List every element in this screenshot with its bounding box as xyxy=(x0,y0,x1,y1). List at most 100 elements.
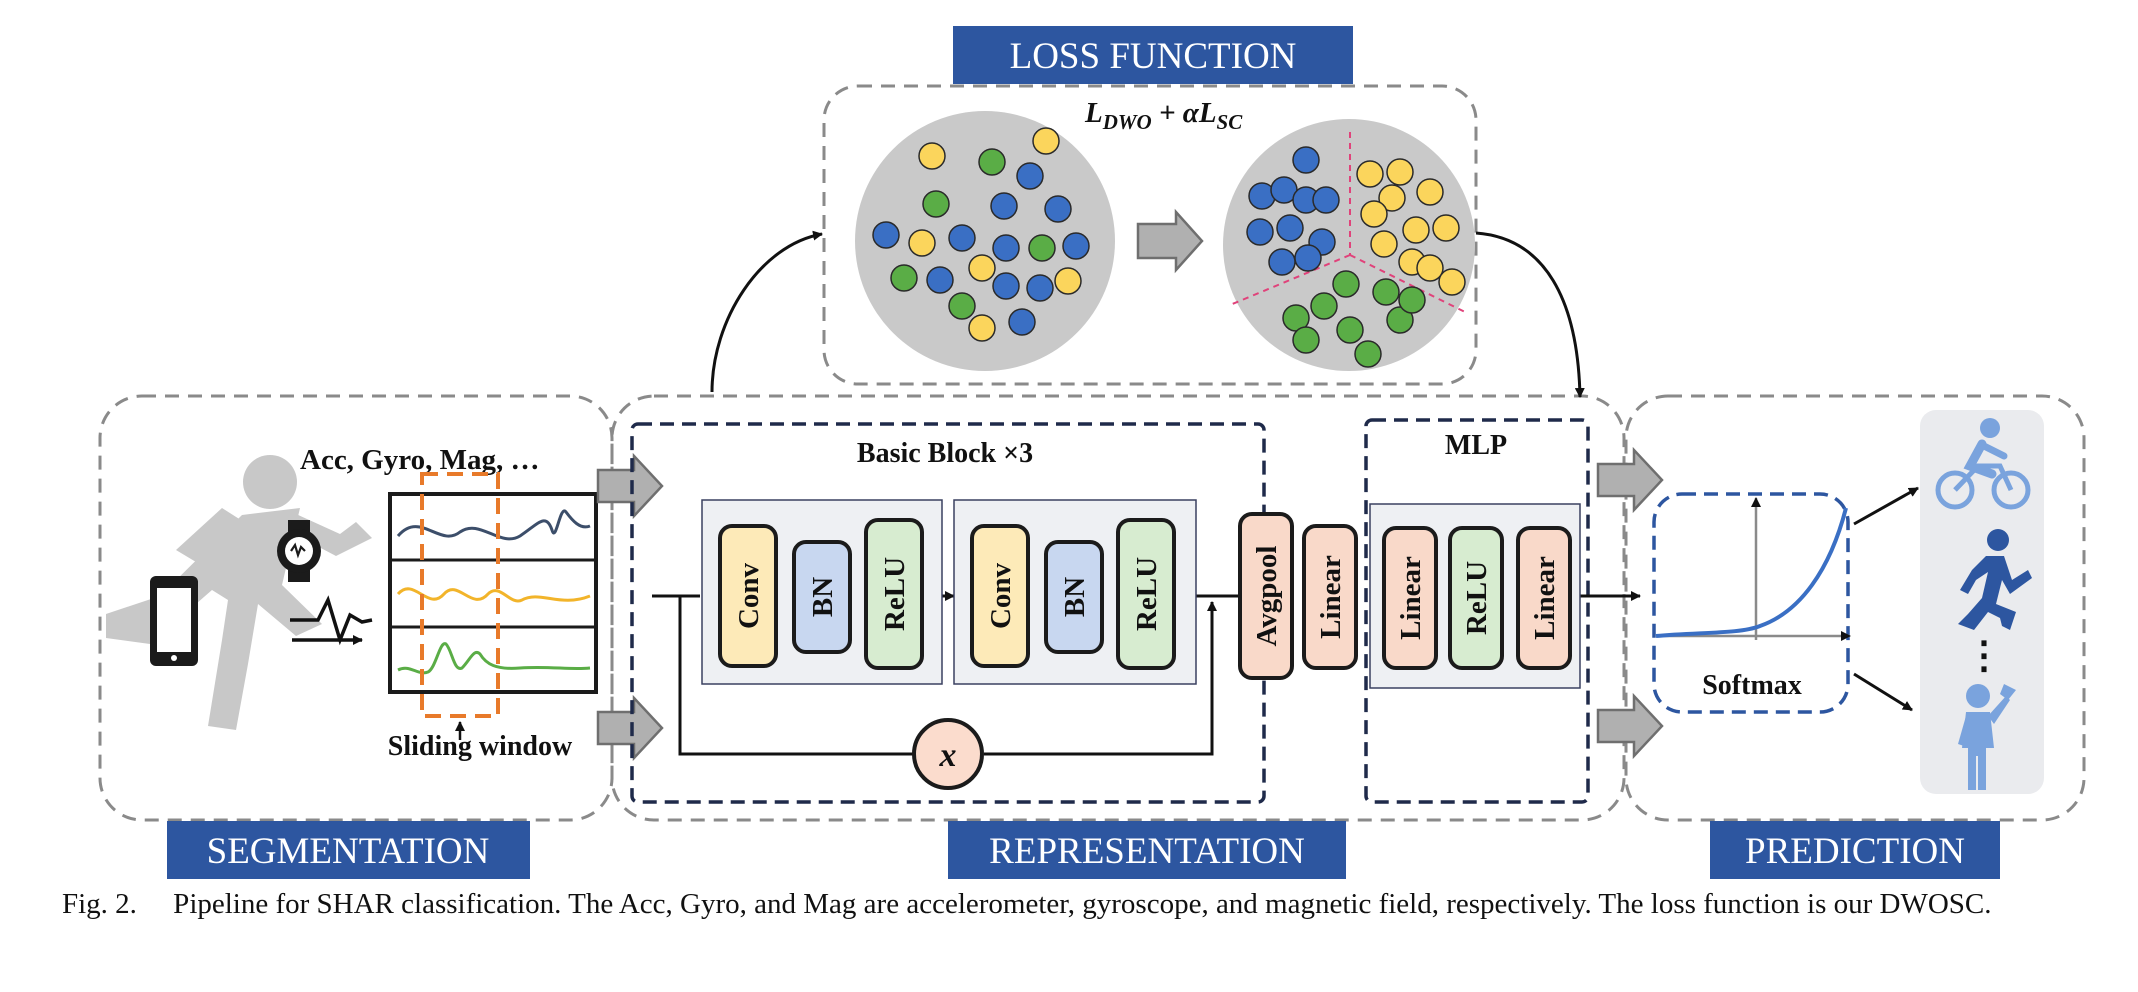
representation-region xyxy=(610,394,1626,822)
mixed-feature-dot xyxy=(948,224,976,252)
separated-feature-dot xyxy=(1354,340,1382,368)
block2-relu-label: ReLU xyxy=(1131,557,1163,631)
mixed-feature-dot xyxy=(1026,274,1054,302)
mixed-feature-dot xyxy=(1008,308,1036,336)
curve-arrow-to-loss xyxy=(710,230,823,393)
block1-conv-label: Conv xyxy=(733,562,765,629)
loss-formula: LDWO + αLSC xyxy=(1084,97,1243,134)
arrow-to-cycling xyxy=(1853,486,1919,526)
separated-feature-dot xyxy=(1310,292,1338,320)
mixed-feature-dot xyxy=(918,142,946,170)
signal-waveform-2 xyxy=(396,587,591,603)
activity-ellipsis: ⋮ xyxy=(1965,635,2003,677)
separated-feature-dot xyxy=(1332,270,1360,298)
transform-arrow xyxy=(1136,208,1204,274)
cycling-icon xyxy=(1935,418,2031,510)
formula-l1: L xyxy=(1084,97,1103,129)
linear-layer: Linear xyxy=(1302,524,1358,670)
signal-waveform-1 xyxy=(396,509,591,541)
block2-relu: ReLU xyxy=(1116,518,1176,670)
mlp-linear-2: Linear xyxy=(1516,526,1572,670)
separated-feature-dot xyxy=(1386,158,1414,186)
signal-waveform-3 xyxy=(397,642,591,675)
mixed-feature-dot xyxy=(992,272,1020,300)
figure-caption: Fig. 2. Pipeline for SHAR classification… xyxy=(62,888,1992,920)
separated-feature-dot xyxy=(1372,278,1400,306)
block2-conv-label: Conv xyxy=(985,562,1017,629)
mlp-relu: ReLU xyxy=(1448,526,1504,670)
separated-feature-dot xyxy=(1276,214,1304,242)
prediction-title: PREDICTION xyxy=(1745,831,1965,872)
avgpool-layer: Avgpool xyxy=(1238,512,1294,680)
separated-feature-dot xyxy=(1402,216,1430,244)
mixed-feature-dot xyxy=(908,229,936,257)
separated-feature-dot xyxy=(1268,248,1296,276)
avgpool-label: Avgpool xyxy=(1251,546,1283,647)
separated-feature-dot xyxy=(1336,316,1364,344)
mixed-feature-dot xyxy=(1062,232,1090,260)
separated-feature-dot xyxy=(1398,286,1426,314)
loss-function-header: LOSS FUNCTION xyxy=(953,26,1353,84)
separated-dots xyxy=(1246,146,1466,368)
mlp-title: MLP xyxy=(1445,430,1507,461)
block1-bn: BN xyxy=(792,540,852,654)
block2-conv: Conv xyxy=(970,524,1030,668)
separated-feature-dot xyxy=(1292,146,1320,174)
arrow-to-waving xyxy=(1853,672,1913,712)
formula-sub2: SC xyxy=(1217,110,1244,134)
separated-feature-dot xyxy=(1438,268,1466,296)
prediction-region xyxy=(1624,394,2086,822)
sensors-label: Acc, Gyro, Mag, … xyxy=(300,444,539,476)
skip-multiply-node: x xyxy=(912,718,984,790)
block2-bn-label: BN xyxy=(1059,577,1091,617)
separated-feature-dot xyxy=(1294,244,1322,272)
block1-relu: ReLU xyxy=(864,518,924,670)
sliding-window-box xyxy=(420,472,500,718)
skip-connection-return xyxy=(984,601,1217,756)
gray-arrow-seg-bottom xyxy=(596,694,664,762)
running-person-icon xyxy=(106,455,372,730)
running-icon xyxy=(1958,529,2032,630)
mixed-feature-dot xyxy=(1054,267,1082,295)
representation-header: REPRESENTATION xyxy=(948,821,1346,879)
separated-feature-dot xyxy=(1378,184,1406,212)
formula-sub1: DWO xyxy=(1102,110,1152,134)
mixed-feature-dot xyxy=(922,190,950,218)
mlp-linear-2-label: Linear xyxy=(1529,556,1561,640)
softmax-curve xyxy=(1655,507,1848,638)
separated-feature-dot xyxy=(1386,306,1414,334)
gray-arrow-rep-top xyxy=(1596,446,1664,514)
segmentation-title: SEGMENTATION xyxy=(207,831,490,872)
mlp-relu-label: ReLU xyxy=(1461,561,1493,635)
smartphone-icon xyxy=(150,576,198,666)
sliding-window-label: Sliding window xyxy=(388,731,573,762)
mixed-feature-dot xyxy=(968,314,996,342)
mixed-feature-dot xyxy=(872,221,900,249)
softmax-label: Softmax xyxy=(1702,670,1802,701)
representation-title: REPRESENTATION xyxy=(989,831,1305,872)
separated-feature-dot xyxy=(1360,200,1388,228)
block1-relu-label: ReLU xyxy=(879,557,911,631)
separated-feature-dot xyxy=(1432,214,1460,242)
mixed-feature-dot xyxy=(890,264,918,292)
waving-person-icon xyxy=(1958,684,2016,790)
segmentation-header: SEGMENTATION xyxy=(167,821,530,879)
cluster-partition-lines xyxy=(1229,132,1466,313)
block1-conv: Conv xyxy=(718,524,778,668)
curve-arrow-from-loss xyxy=(1475,231,1585,398)
separated-feature-dot xyxy=(1292,326,1320,354)
mixed-feature-dot xyxy=(1032,127,1060,155)
block2-bn: BN xyxy=(1044,540,1104,654)
signal-panel xyxy=(388,472,598,740)
separated-feature-dot xyxy=(1246,218,1274,246)
basic-block-title: Basic Block ×3 xyxy=(857,438,1033,469)
formula-plus: + α xyxy=(1152,97,1200,129)
mixed-feature-dot xyxy=(926,266,954,294)
basic-block-container xyxy=(630,422,1266,804)
separated-feature-dot xyxy=(1416,178,1444,206)
mlp-container xyxy=(1364,418,1590,804)
formula-l2: L xyxy=(1198,97,1217,129)
separated-feature-dot xyxy=(1356,160,1384,188)
mixed-feature-dot xyxy=(1044,195,1072,223)
mixed-feature-dot xyxy=(990,192,1018,220)
